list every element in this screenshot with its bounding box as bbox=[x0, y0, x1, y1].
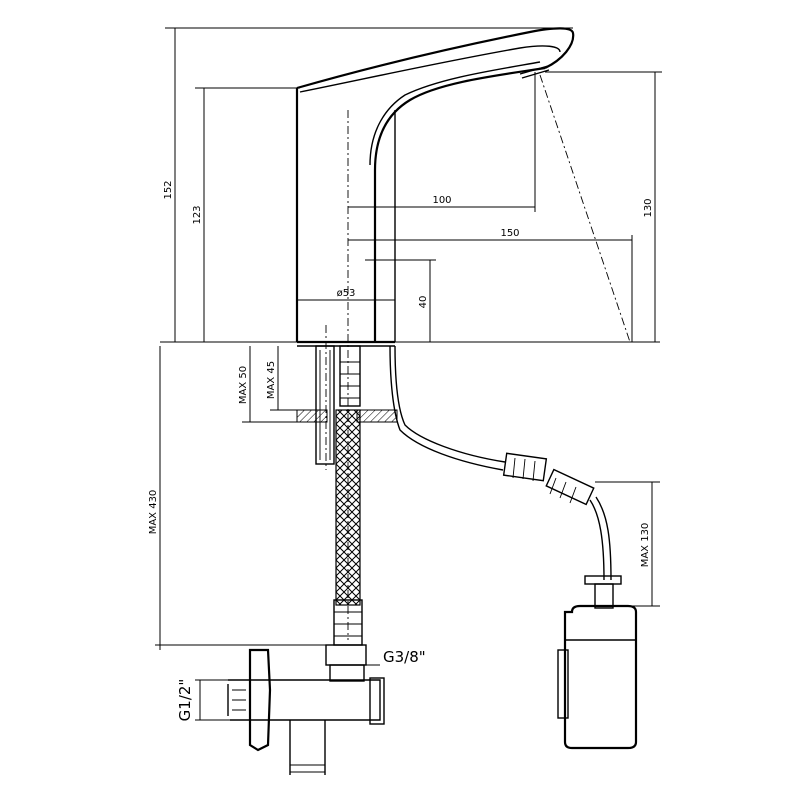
thread-supply-label: G1/2" bbox=[176, 679, 194, 722]
flex-hose bbox=[333, 409, 363, 646]
dim-max-hose-length: MAX 430 bbox=[148, 490, 159, 535]
water-stream-line bbox=[539, 74, 631, 343]
thread-inlet-label: G3/8" bbox=[383, 648, 426, 666]
dim-max-box-cable: MAX 130 bbox=[640, 523, 651, 568]
dim-outlet-clearance: 130 bbox=[643, 198, 654, 217]
dimension-lines bbox=[155, 27, 662, 721]
sensor-cable bbox=[389, 345, 612, 581]
dimension-labels: 152 123 130 100 150 ø53 40 MAX 50 MAX 45… bbox=[148, 180, 654, 721]
dim-max-deck-45: MAX 45 bbox=[266, 361, 277, 399]
dim-max-deck-50: MAX 50 bbox=[238, 366, 249, 404]
angle-valve bbox=[227, 644, 385, 775]
dim-overall-height: 152 bbox=[163, 180, 174, 199]
dim-body-diameter: ø53 bbox=[337, 288, 356, 299]
dim-spout-reach: 100 bbox=[432, 195, 451, 206]
countertop-section bbox=[296, 345, 398, 465]
control-box bbox=[557, 575, 638, 750]
dim-outlet-reach: 150 bbox=[500, 228, 519, 239]
faucet-body bbox=[295, 27, 575, 347]
dim-spout-height: 123 bbox=[192, 205, 203, 224]
dim-sensor-height: 40 bbox=[418, 296, 429, 309]
